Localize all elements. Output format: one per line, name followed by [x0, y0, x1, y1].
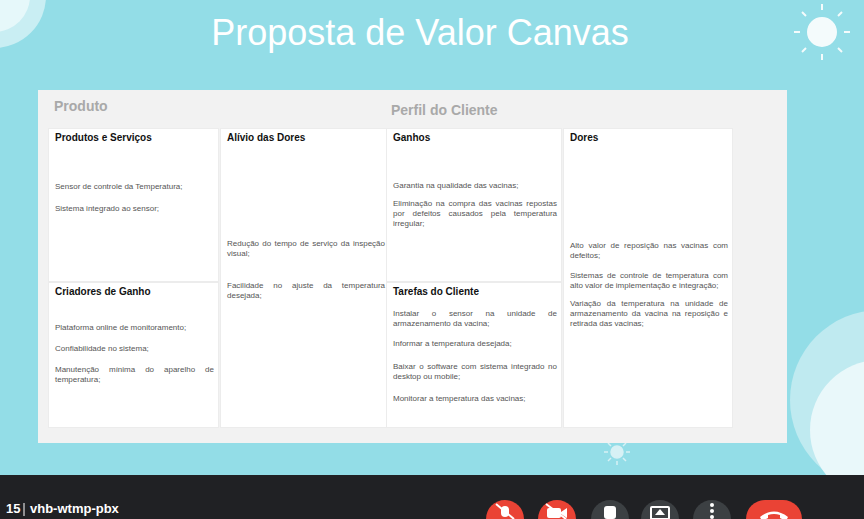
box-heading: Tarefas do Cliente	[393, 286, 557, 298]
time-label: 15	[6, 502, 20, 516]
region-heading: Produto	[54, 98, 108, 114]
customer-region: GanhosGarantia na qualidade das vacinas;…	[376, 90, 749, 443]
list-item: Garantia na qualidade das vacinas;	[393, 181, 557, 191]
list-item: Sistemas de controle de temperatura com …	[570, 271, 728, 291]
products-services-box: Produtos e ServiçosSensor de controle da…	[48, 128, 219, 282]
customer-jobs-box: Tarefas do ClienteInstalar o sensor na u…	[386, 282, 562, 428]
list-item: Alto valor de reposição nas vacinas com …	[570, 241, 728, 261]
list-item: Eliminação na compra das vacinas reposta…	[393, 199, 557, 229]
box-heading: Ganhos	[393, 132, 557, 144]
gains-box: GanhosGarantia na qualidade das vacinas;…	[386, 128, 562, 282]
box-heading: Criadores de Ganho	[55, 286, 214, 298]
pain-relievers-box: Alívio das DoresRedução do tempo de serv…	[220, 128, 390, 428]
box-heading: Produtos e Serviços	[55, 132, 214, 144]
list-item: Plataforma online de monitoramento;	[55, 323, 214, 333]
pains-box: DoresAlto valor de reposição nas vacinas…	[563, 128, 733, 428]
region-heading: Perfil do Cliente	[391, 102, 498, 118]
list-item: Confiabilidade no sistema;	[55, 344, 214, 354]
list-item: Variação da temperatura na unidade de ar…	[570, 299, 728, 329]
list-item: Baixar o software com sistema integrado …	[393, 362, 557, 382]
list-item: Monitorar a temperatura das vacinas;	[393, 394, 557, 404]
list-item: Manutenção mínima do aparelho de tempera…	[55, 365, 214, 385]
gain-creators-box: Criadores de GanhoPlataforma online de m…	[48, 282, 219, 428]
box-heading: Alívio das Dores	[227, 132, 385, 144]
slide-title: Proposta de Valor Canvas	[0, 12, 840, 54]
box-heading: Dores	[570, 132, 728, 144]
list-item: Facilidade no ajuste da temperatura dese…	[227, 281, 385, 301]
list-item: Sistema integrado ao sensor;	[55, 204, 214, 214]
meeting-code: vhb-wtmp-pbx	[30, 502, 119, 516]
list-item: Informar a temperatura desejada;	[393, 339, 557, 349]
list-item: Sensor de controle da Temperatura;	[55, 182, 214, 192]
list-item: Instalar o sensor na unidade de armazena…	[393, 309, 557, 329]
list-item: Redução do tempo de serviço da inspeção …	[227, 239, 385, 259]
product-region: Produtos e ServiçosSensor de controle da…	[38, 90, 414, 443]
